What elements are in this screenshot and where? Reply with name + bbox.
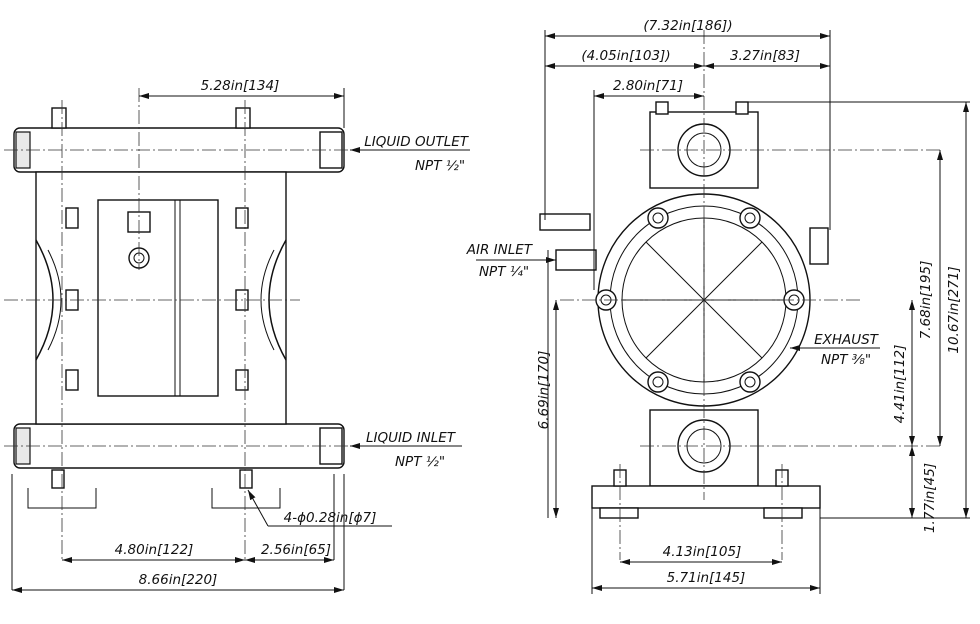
liquid-outlet-npt: NPT ½" [415,158,465,174]
dim-height-45: 1.77in[45] [922,463,938,533]
dim-height-195: 7.68in[195] [918,261,934,340]
dim-base-outer: 5.71in[145] [667,570,746,586]
air-inlet-npt: NPT ¼" [479,264,529,280]
liquid-inlet-label: LIQUID INLET [366,430,457,446]
dim-bottom-label: 8.66in[220] [139,572,218,588]
dim-top-label: 5.28in[134] [201,78,280,94]
side-view: (7.32in[186]) (4.05in[103]) 3.27in[83] 2… [466,18,970,594]
air-inlet-label: AIR INLET [466,242,534,258]
air-inlet-fitting [555,249,597,271]
bolt-top-right [235,107,251,129]
liquid-inlet-npt: NPT ½" [395,454,445,470]
exhaust-npt: NPT ⅜" [821,352,871,368]
dim-mid-right-label: 2.56in[65] [261,542,331,558]
mounting-holes-label: 4-ϕ0.28in[ϕ7] [284,510,377,526]
exhaust-label: EXHAUST [814,332,880,348]
bolt-top-left [51,107,67,129]
liquid-outlet-label: LIQUID OUTLET [364,134,469,150]
dim-left-width: (4.05in[103]) [581,48,670,64]
dim-height-112: 4.41in[112] [892,345,908,424]
dim-air-offset: 2.80in[71] [613,78,683,94]
dim-overall-width: (7.32in[186]) [643,18,732,34]
dim-base-inner: 4.13in[105] [663,544,742,560]
dim-right-width: 3.27in[83] [730,48,800,64]
dim-mid-label: 4.80in[122] [115,542,194,558]
front-view: 5.28in[134] LIQUID OUTLET NPT ½" LIQUID … [4,78,470,593]
foot-right [211,488,281,509]
base-plate [591,485,821,509]
dim-left-height: 6.69in[170] [536,351,552,430]
dim-height-271: 10.67in[271] [946,266,962,353]
